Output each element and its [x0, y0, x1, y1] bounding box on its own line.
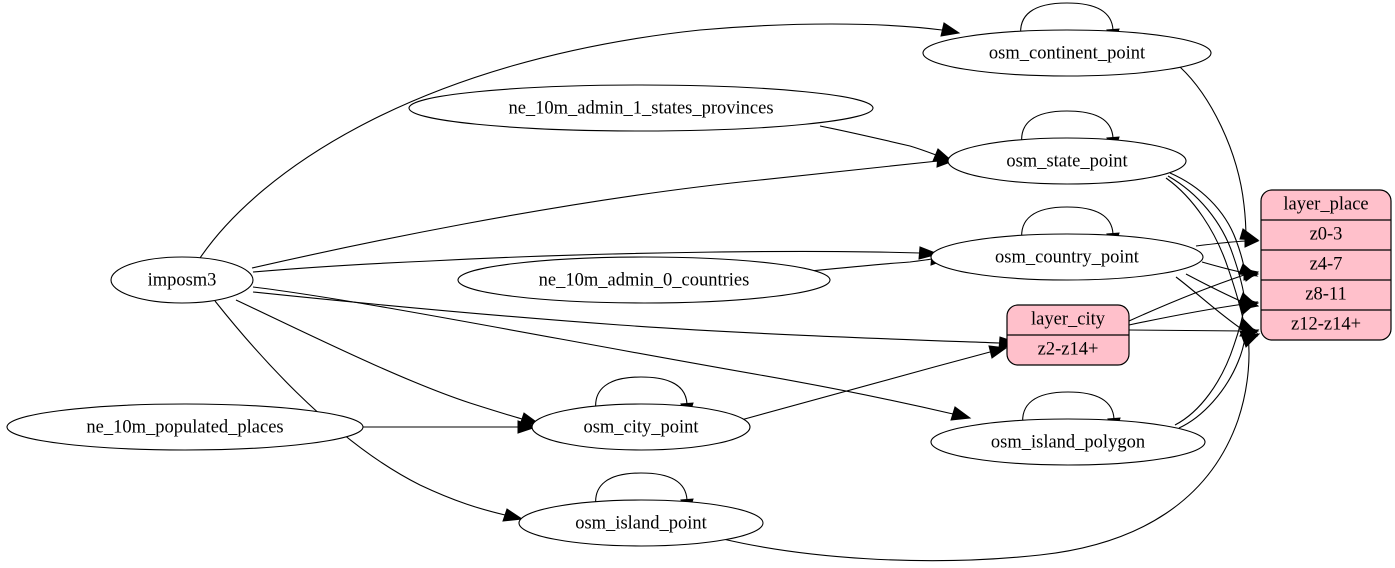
node-layer_place-row-3: z8-11 — [1305, 284, 1346, 304]
node-layer_city-row-0: layer_city — [1031, 309, 1106, 329]
node-osm_continent_point[interactable]: osm_continent_point — [922, 29, 1212, 77]
node-layer_city-row-1: z2-z14+ — [1038, 339, 1099, 359]
node-layer_place[interactable]: layer_place z0-3 z4-7 z8-11 z12-z14+ — [1260, 189, 1392, 341]
node-layer_city[interactable]: layer_city z2-z14+ — [1006, 304, 1130, 366]
edge-osm_island_point-to-layer_place-z12-z14+ — [722, 333, 1261, 562]
node-ne_10m_populated_places-label: ne_10m_populated_places — [86, 417, 283, 437]
edge-imposm3-to-osm_continent_point — [199, 22, 961, 259]
node-imposm3-label: imposm3 — [148, 270, 217, 290]
edge-osm_island_polygon-to-layer_place-z8-11 — [1174, 301, 1259, 426]
node-osm_city_point[interactable]: osm_city_point — [531, 403, 751, 451]
edge-osm_country_point-to-layer_place-z0-3 — [1195, 234, 1260, 248]
node-osm_island_polygon-label: osm_island_polygon — [991, 432, 1145, 452]
edge-imposm3-to-osm_city_point — [235, 299, 541, 426]
edge-imposm3-to-osm_state_point — [251, 154, 958, 269]
node-layer_place-row-1: z0-3 — [1310, 224, 1343, 244]
node-layer_place-row-4: z12-z14+ — [1291, 314, 1361, 334]
edge-ne_10m_populated_places-to-osm_city_point — [363, 420, 538, 434]
node-ne_10m_admin_0_countries[interactable]: ne_10m_admin_0_countries — [457, 256, 831, 304]
edge-osm_continent_point-to-layer_place-z0-3 — [1179, 66, 1260, 241]
edge-osm_city_point-to-layer_city — [740, 345, 1008, 421]
node-ne_10m_admin_1_states_provinces[interactable]: ne_10m_admin_1_states_provinces — [408, 84, 874, 132]
node-layer_place-row-0: layer_place — [1283, 194, 1368, 214]
edge-ne_10m_admin_1_states_provinces-to-osm_state_point — [819, 125, 955, 163]
node-osm_island_polygon[interactable]: osm_island_polygon — [930, 418, 1206, 466]
node-ne_10m_admin_1_states_provinces-label: ne_10m_admin_1_states_provinces — [508, 98, 773, 118]
node-osm_country_point[interactable]: osm_country_point — [930, 233, 1204, 281]
node-osm_state_point-label: osm_state_point — [1006, 151, 1128, 171]
node-osm_continent_point-label: osm_continent_point — [989, 43, 1146, 63]
edge-imposm3-to-osm_country_point — [252, 246, 940, 273]
edge-layer_city-to-layer_place-z4-7 — [1128, 268, 1260, 322]
node-ne_10m_admin_0_countries-label: ne_10m_admin_0_countries — [539, 270, 750, 290]
node-ne_10m_populated_places[interactable]: ne_10m_populated_places — [6, 403, 364, 451]
edge-imposm3-to-osm_island_polygon — [252, 286, 972, 421]
node-osm_island_point-label: osm_island_point — [575, 513, 707, 533]
node-layer_place-row-2: z4-7 — [1310, 254, 1343, 274]
node-osm_city_point-label: osm_city_point — [583, 417, 699, 437]
node-osm_island_point[interactable]: osm_island_point — [518, 499, 764, 547]
node-osm_country_point-label: osm_country_point — [995, 247, 1140, 267]
edge-imposm3-to-osm_island_point — [214, 300, 524, 522]
nodes-layer: imposm3 ne_10m_admin_1_states_provinces … — [6, 29, 1392, 547]
node-imposm3[interactable]: imposm3 — [110, 256, 254, 304]
node-osm_state_point[interactable]: osm_state_point — [947, 137, 1187, 185]
